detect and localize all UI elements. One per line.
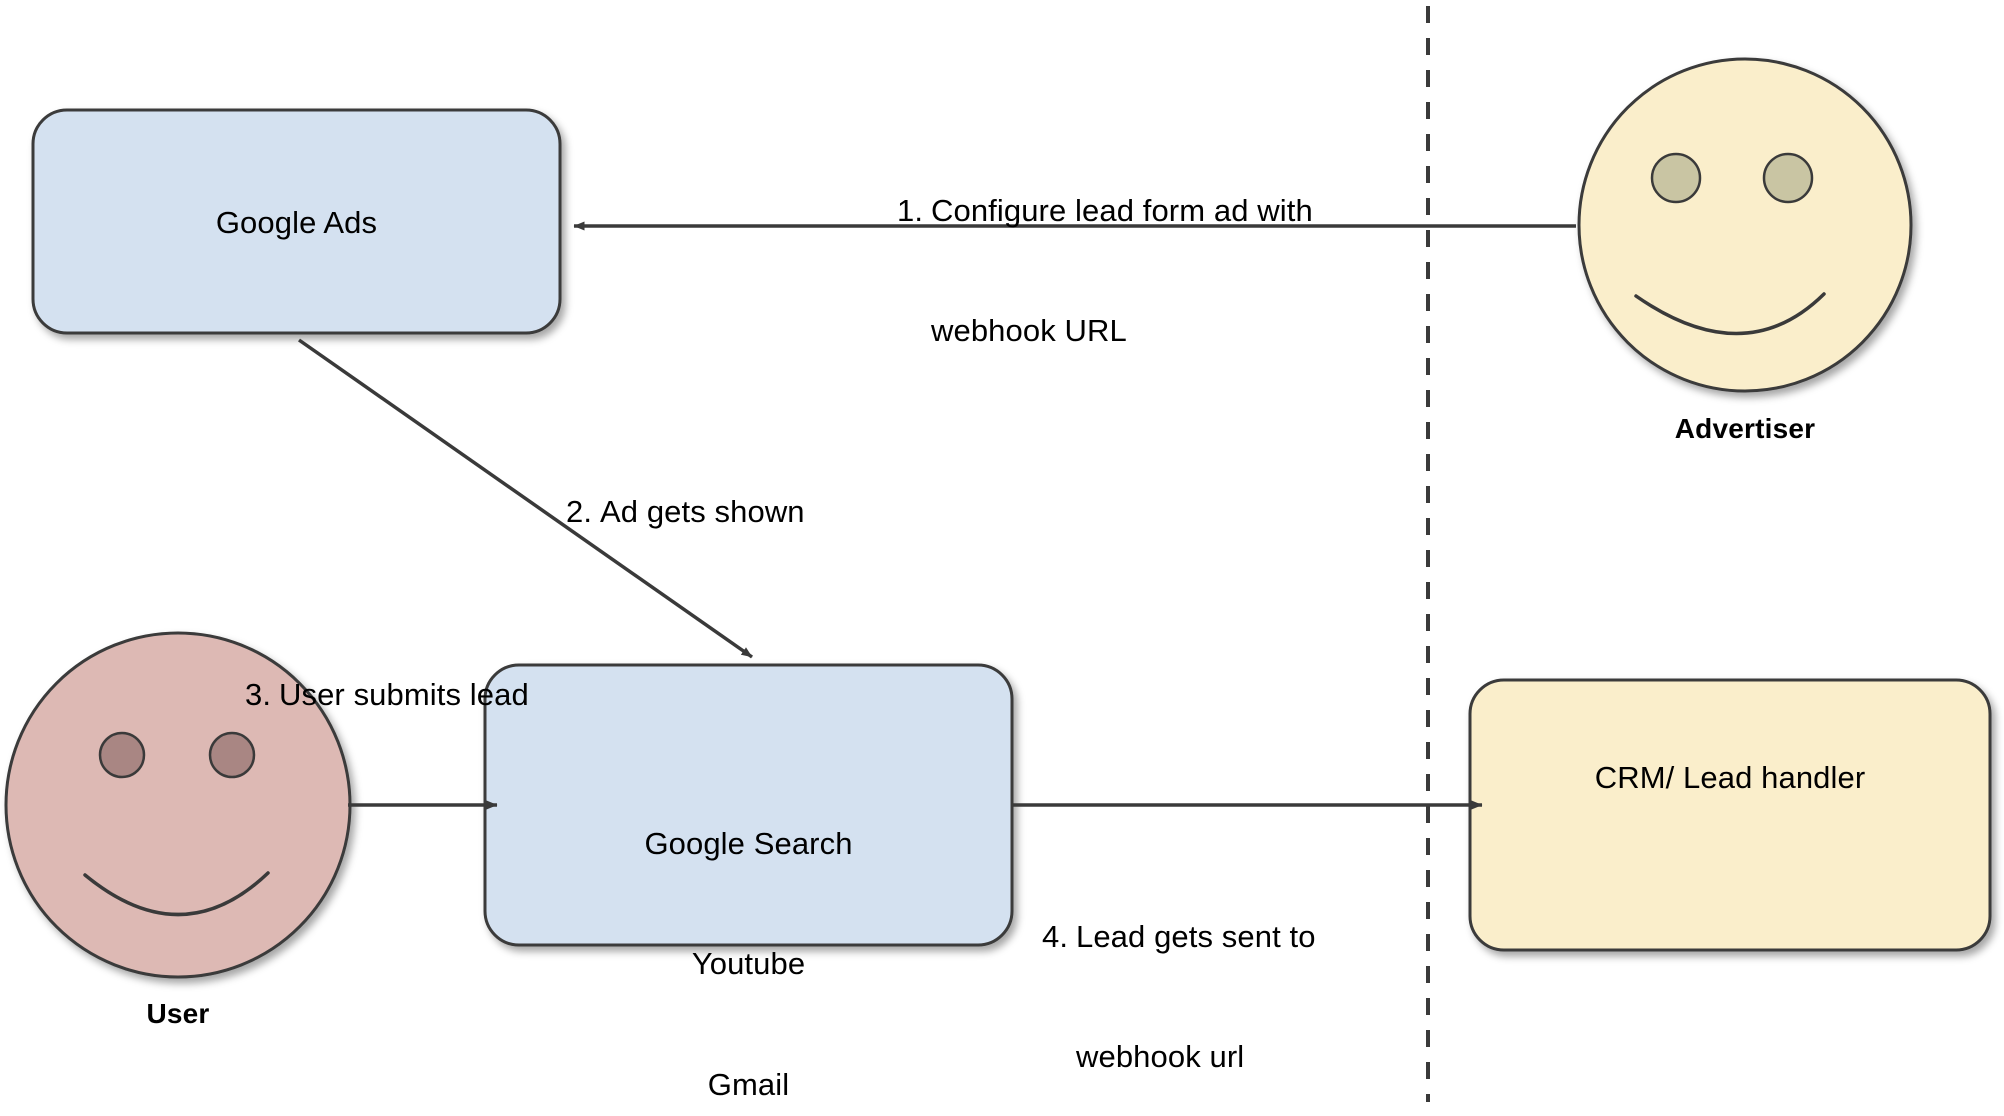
node-crm-lead-handler[interactable] (1468, 678, 1992, 952)
edge-label-step-2-number: 2. (566, 493, 593, 529)
node-label-line-youtube: Youtube (691, 946, 806, 982)
node-label-line-search: Google Search (644, 825, 853, 861)
edge-label-step-1-line-1: 1.Configure lead form ad with (897, 191, 1417, 231)
edge-label-step-4-text-line-2: webhook url (1076, 1039, 1245, 1075)
actor-label-user: User (146, 998, 210, 1029)
edge-label-step-1-line-2: webhook URL (897, 311, 1417, 351)
edge-label-step-4-text-line-1: Lead gets sent to (1076, 918, 1316, 954)
node-label-google-surfaces: Google Search Youtube Gmail (485, 743, 1012, 1116)
advertiser-smile-icon (1634, 292, 1826, 336)
edge-label-step-1: 1.Configure lead form ad with webhook UR… (897, 110, 1417, 432)
actor-user[interactable] (4, 631, 352, 979)
user-right-eye-icon (208, 731, 256, 779)
edge-label-step-4: 4.Lead gets sent to webhook url (1042, 836, 1462, 1116)
edge-label-step-2: 2.Ad gets shown (566, 411, 1026, 612)
edge-label-step-1-text-line-2: webhook URL (931, 313, 1127, 349)
edge-label-step-4-line-1: 4.Lead gets sent to (1042, 917, 1462, 957)
edge-label-step-1-text-line-1: Configure lead form ad with (931, 192, 1313, 228)
user-smile-icon (83, 871, 270, 917)
edge-label-step-2-text-line-1: Ad gets shown (600, 493, 805, 529)
edge-label-step-4-number: 4. (1042, 918, 1069, 954)
node-google-ads[interactable] (31, 108, 562, 335)
edge-label-step-3: 3.User submits lead (245, 594, 705, 795)
advertiser-left-eye-icon (1650, 152, 1702, 204)
node-label-line-gmail: Gmail (707, 1067, 790, 1103)
edge-label-step-2-line-1: 2.Ad gets shown (566, 492, 1026, 532)
actor-advertiser[interactable] (1577, 57, 1913, 393)
advertiser-face-icon (1577, 57, 1913, 393)
edge-label-step-3-number: 3. (245, 676, 272, 712)
edge-label-step-1-number: 1. (897, 192, 924, 228)
edge-2-google-ads-to-surfaces (297, 338, 754, 659)
node-label-google-ads: Google Ads (215, 205, 378, 240)
user-left-eye-icon (98, 731, 146, 779)
edge-label-step-3-text-line-1: User submits lead (279, 676, 529, 712)
actor-label-advertiser: Advertiser (1674, 413, 1816, 444)
advertiser-right-eye-icon (1762, 152, 1814, 204)
node-label-crm-lead-handler: CRM/ Lead handler (1594, 760, 1866, 795)
edge-label-step-4-line-2: webhook url (1042, 1037, 1462, 1077)
edge-label-step-3-line-1: 3.User submits lead (245, 675, 705, 715)
